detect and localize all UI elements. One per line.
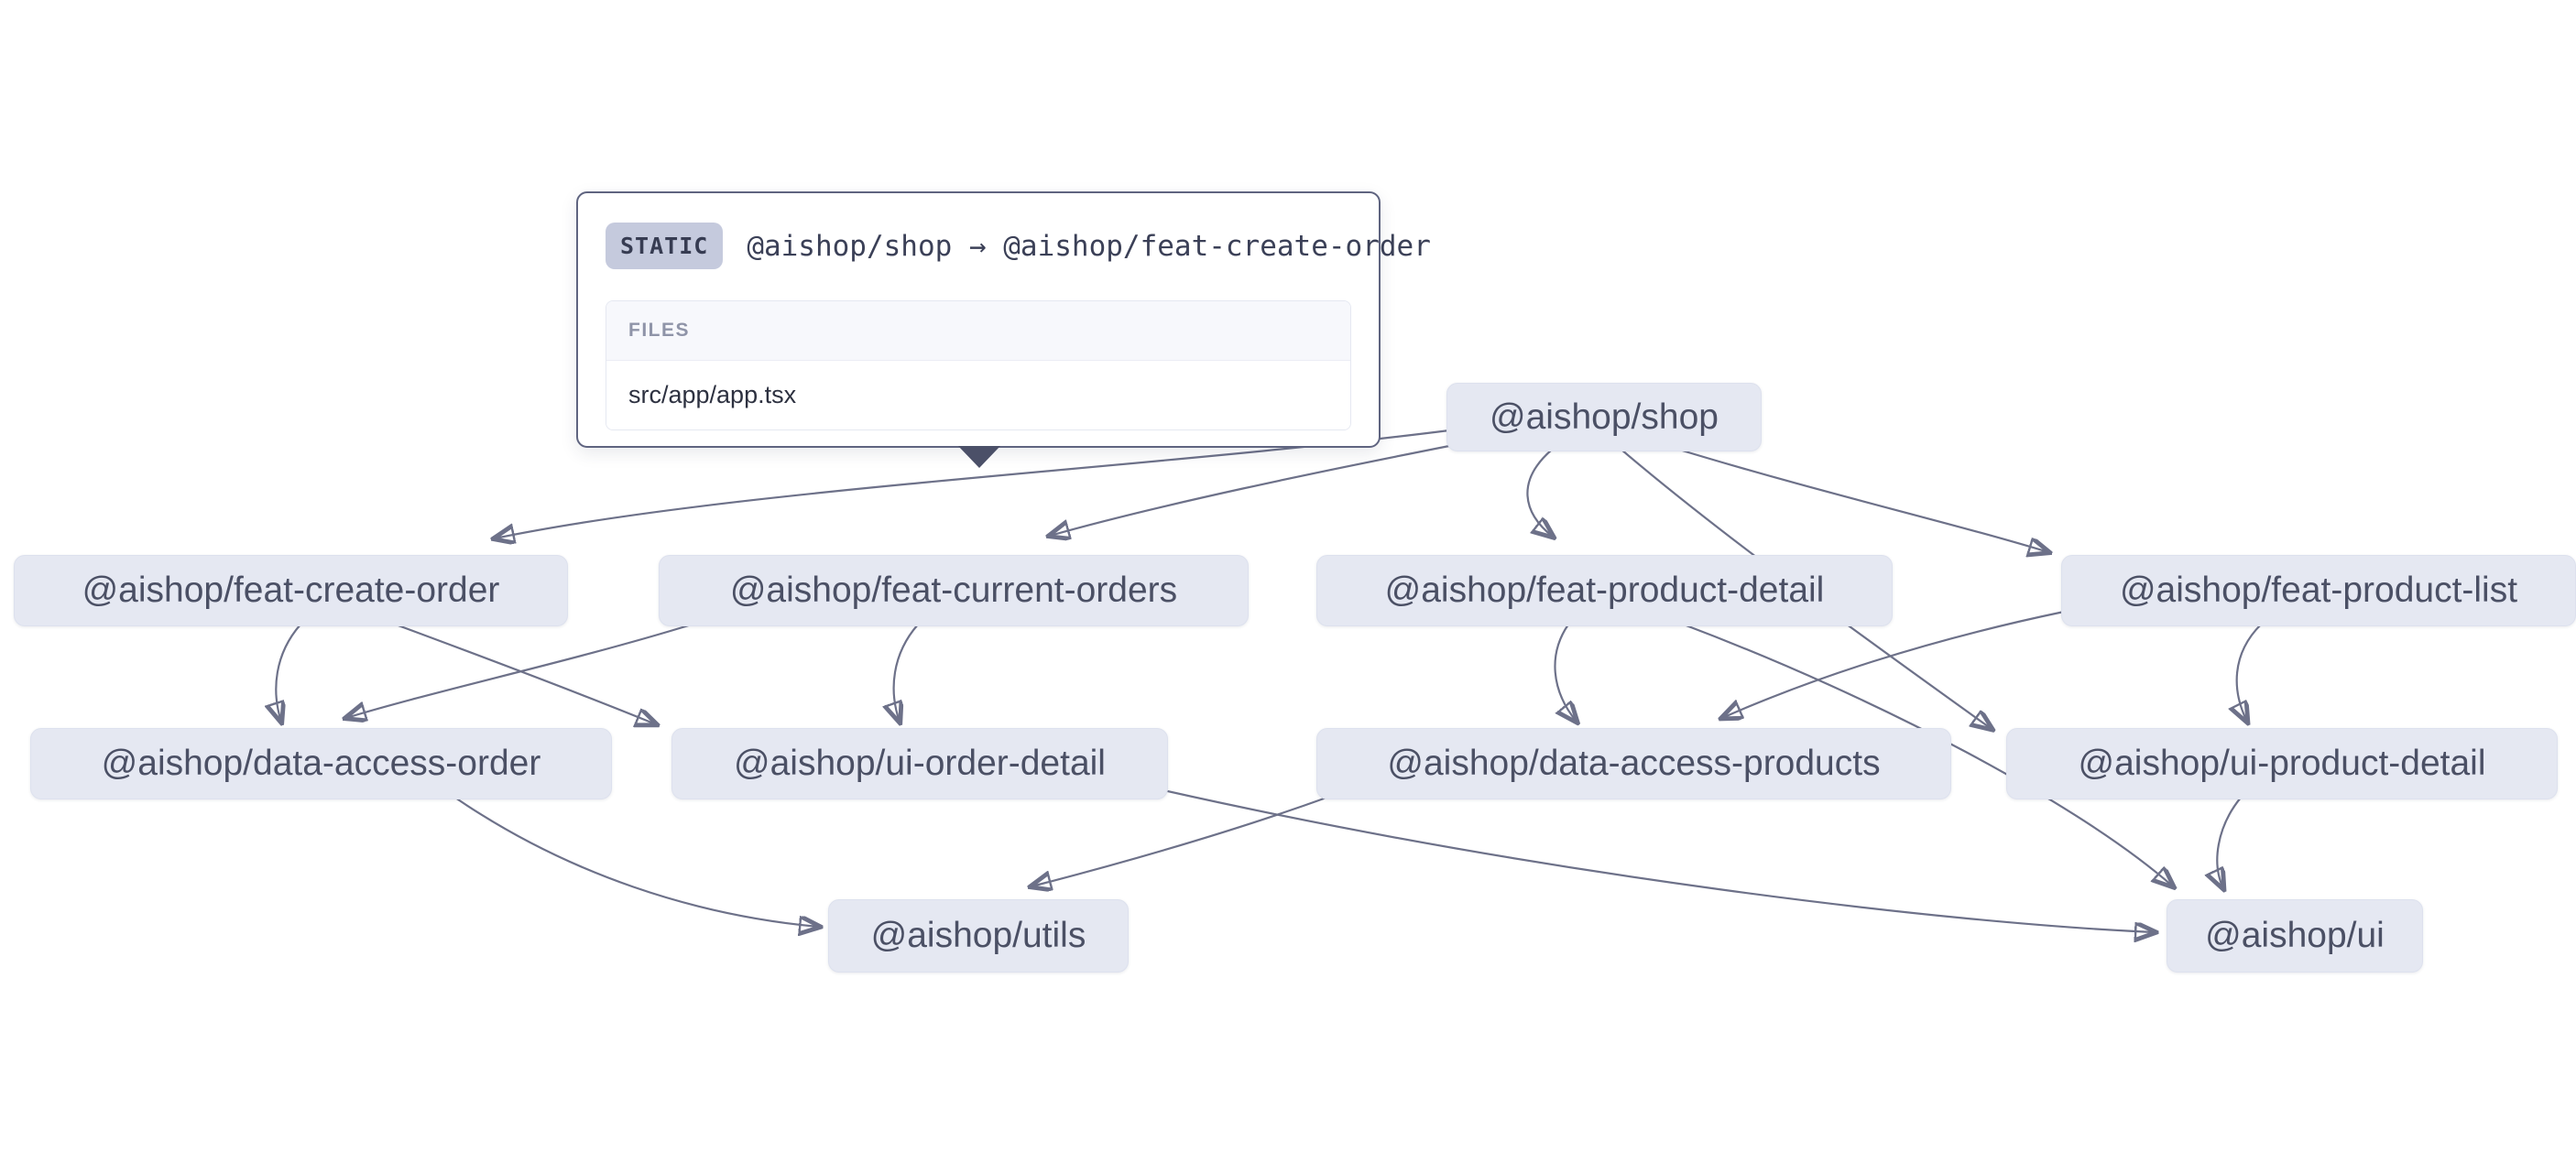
graph-node-ui[interactable]: @aishop/ui	[2167, 899, 2423, 973]
edge-feat-create-order->ui-order-detail[interactable]	[395, 623, 656, 724]
tooltip-caret-icon	[958, 446, 1000, 468]
edge-data-access-products->utils[interactable]	[1031, 796, 1327, 886]
edge-ui-order-detail->ui[interactable]	[1162, 788, 2155, 932]
graph-node-data-access-products[interactable]: @aishop/data-access-products	[1316, 728, 1951, 799]
edge-shop->feat-product-detail[interactable]	[1526, 449, 1553, 537]
edge-type-badge: STATIC	[606, 223, 724, 269]
edge-tooltip: STATIC @aishop/shop → @aishop/feat-creat…	[576, 191, 1431, 468]
edge-feat-product-detail->ui[interactable]	[1683, 623, 2173, 886]
graph-node-utils[interactable]: @aishop/utils	[828, 899, 1129, 973]
edge-files-header: FILES	[606, 301, 1350, 361]
edge-feat-product-list->data-access-products[interactable]	[1722, 610, 2065, 718]
edge-feat-product-list->ui-product-detail[interactable]	[2237, 624, 2262, 722]
graph-node-feat-create-order[interactable]: @aishop/feat-create-order	[14, 555, 568, 626]
edge-tooltip-title: @aishop/shop → @aishop/feat-create-order	[747, 229, 1431, 263]
edge-feat-current-orders->data-access-order[interactable]	[346, 623, 693, 718]
graph-node-feat-current-orders[interactable]: @aishop/feat-current-orders	[659, 555, 1249, 626]
edge-file-item: src/app/app.tsx	[606, 361, 1350, 429]
edge-files-panel: FILES src/app/app.tsx	[606, 300, 1351, 430]
edge-feat-current-orders->ui-order-detail[interactable]	[894, 624, 919, 722]
graph-node-shop[interactable]: @aishop/shop	[1446, 383, 1762, 451]
edge-tooltip-header: STATIC @aishop/shop → @aishop/feat-creat…	[606, 223, 1431, 269]
graph-node-feat-product-detail[interactable]: @aishop/feat-product-detail	[1316, 555, 1893, 626]
graph-node-feat-product-list[interactable]: @aishop/feat-product-list	[2061, 555, 2576, 626]
edge-ui-product-detail->ui[interactable]	[2217, 797, 2242, 888]
graph-node-data-access-order[interactable]: @aishop/data-access-order	[30, 728, 612, 799]
edge-feat-create-order->data-access-order[interactable]	[276, 624, 301, 722]
edge-shop->feat-current-orders[interactable]	[1050, 444, 1450, 536]
graph-node-ui-order-detail[interactable]: @aishop/ui-order-detail	[671, 728, 1168, 799]
edge-data-access-order->utils[interactable]	[454, 797, 819, 927]
graph-node-ui-product-detail[interactable]: @aishop/ui-product-detail	[2006, 728, 2558, 799]
edge-shop->feat-product-list[interactable]	[1678, 448, 2048, 552]
edge-feat-product-detail->data-access-products[interactable]	[1554, 624, 1577, 722]
